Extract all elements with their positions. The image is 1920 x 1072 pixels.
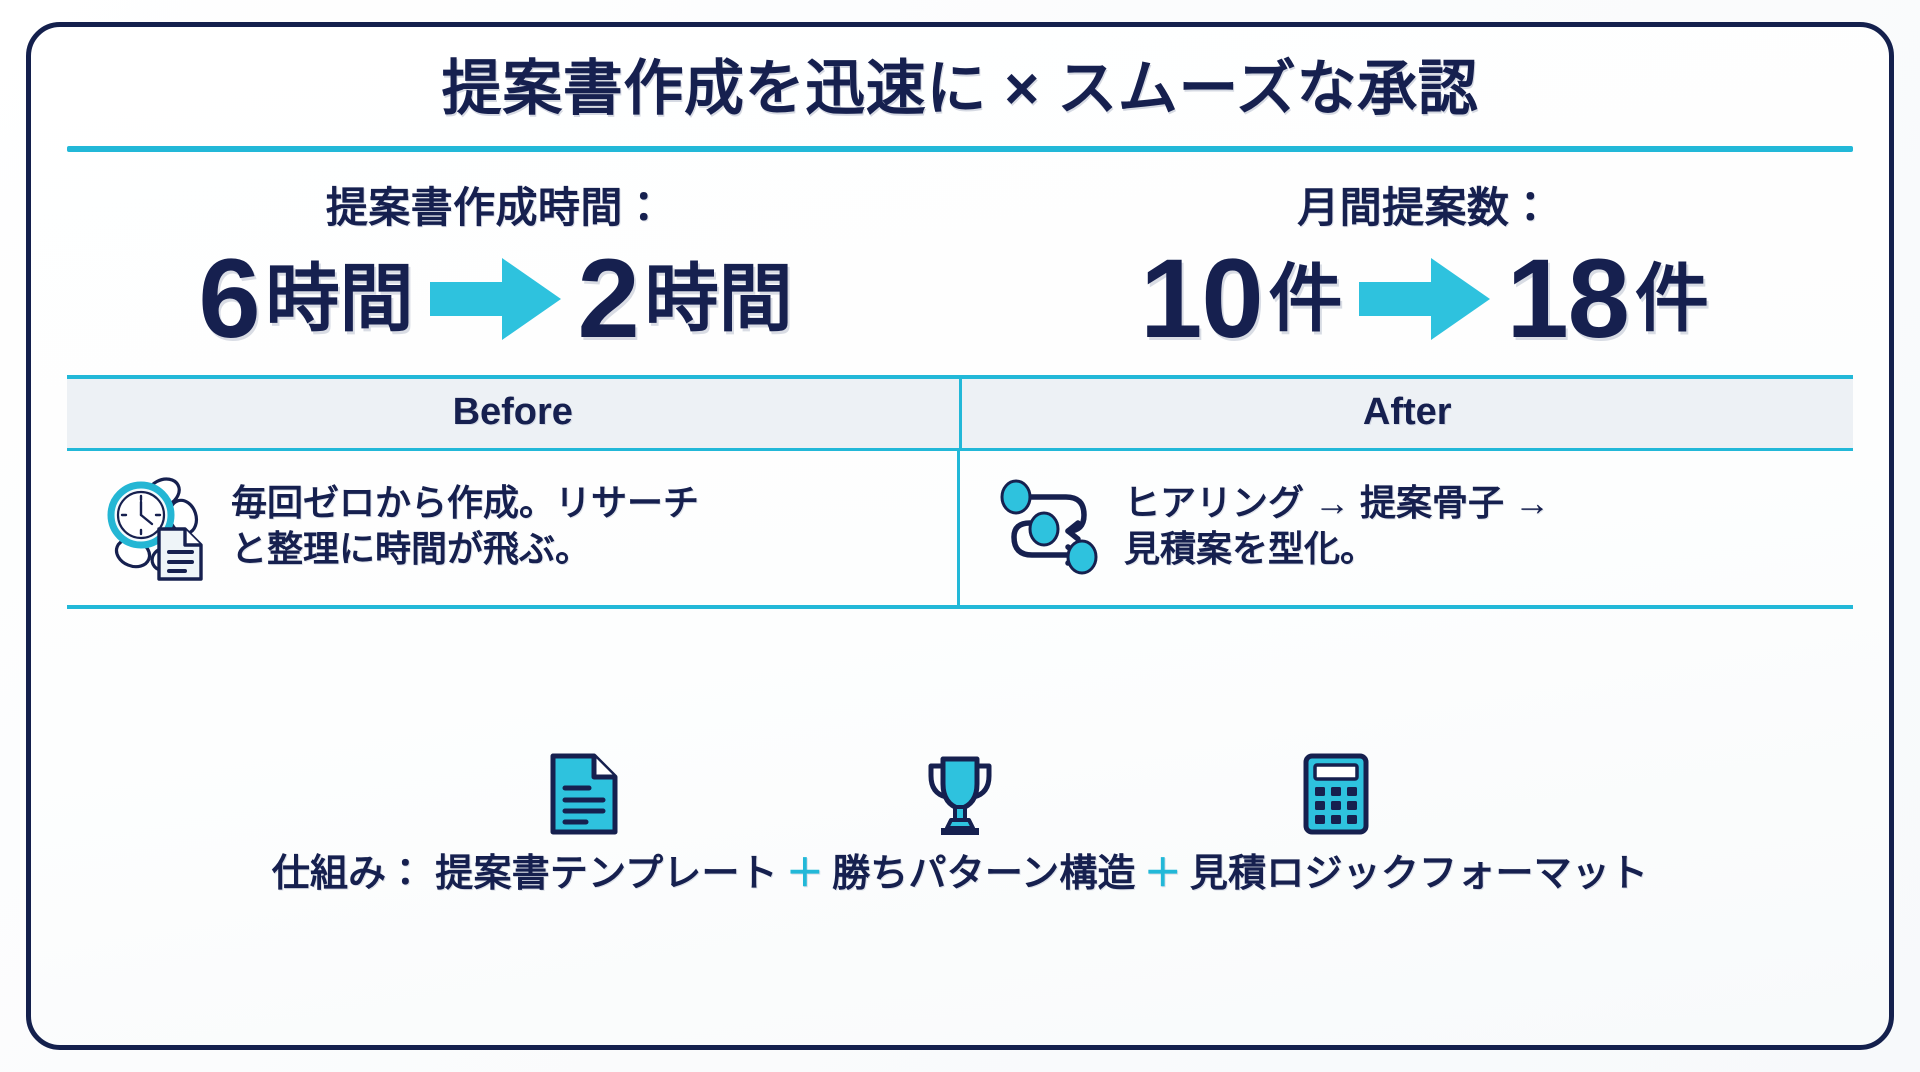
stat-after-number: 2 <box>577 236 640 361</box>
stat-after-number: 18 <box>1506 236 1630 361</box>
title-section: 提案書作成を迅速に × スムーズな承認 <box>31 27 1889 120</box>
stat-values-row: 10 件 18 件 <box>1140 243 1709 355</box>
calculator-icon <box>1303 753 1369 834</box>
stat-label: 月間提案数： <box>1297 184 1552 231</box>
table-cell-after: ヒアリング → 提案骨子 → 見積案を型化。 <box>960 451 1853 605</box>
document-icon <box>550 753 618 834</box>
stat-before-number: 6 <box>198 236 260 361</box>
trophy-icon <box>928 756 992 835</box>
table-cell-line: 見積案を型化。 <box>1124 528 1377 569</box>
plus-separator-2: ＋ <box>1143 852 1182 895</box>
stat-before-unit: 時間 <box>265 257 414 340</box>
table-cell-before: 毎回ゼロから作成。リサーチ と整理に時間が飛ぶ。 <box>67 451 960 605</box>
stat-values-row: 6 時間 2 時間 <box>198 243 792 355</box>
page-title: 提案書作成を迅速に × スムーズな承認 <box>441 55 1479 122</box>
table-cell-line: ヒアリング → 提案骨子 → <box>1124 481 1551 523</box>
footer-section: 仕組み： 提案書テンプレート＋勝ちパターン構造＋見積ロジックフォーマット <box>31 609 1889 1045</box>
table-cell-text: 毎回ゼロから作成。リサーチ と整理に時間が飛ぶ。 <box>231 480 699 572</box>
workflow-nodes-icon <box>1000 479 1098 575</box>
stat-before-number: 10 <box>1140 236 1263 361</box>
footer-icon-row <box>546 752 1374 836</box>
stat-after-unit: 件 <box>1634 257 1709 340</box>
table-cell-text: ヒアリング → 提案骨子 → 見積案を型化。 <box>1124 480 1550 572</box>
table-body-row: 毎回ゼロから作成。リサーチ と整理に時間が飛ぶ。 <box>67 451 1853 605</box>
before-after-table: Before After <box>67 375 1853 609</box>
infographic-card: 提案書作成を迅速に × スムーズな承認 提案書作成時間： 6 時間 2 時間 月… <box>26 22 1894 1050</box>
footer-text-suffix: 見積ロジックフォーマット <box>1189 852 1649 895</box>
footer-text-middle: 勝ちパターン構造 <box>832 852 1136 895</box>
right-arrow-icon <box>1358 258 1490 340</box>
table-cell-line: と整理に時間が飛ぶ。 <box>231 528 592 569</box>
footer-text-prefix: 仕組み： 提案書テンプレート <box>271 852 778 895</box>
title-divider <box>67 146 1853 152</box>
table-header-after: After <box>1362 391 1452 433</box>
stat-block-monthly-proposals: 月間提案数： 10 件 18 件 <box>960 174 1889 355</box>
stats-section: 提案書作成時間： 6 時間 2 時間 月間提案数： 10 件 <box>31 152 1889 355</box>
table-cell-line: 毎回ゼロから作成。リサーチ <box>231 481 700 523</box>
plus-separator-1: ＋ <box>785 852 825 895</box>
stat-label: 提案書作成時間： <box>325 184 666 231</box>
stat-block-proposal-time: 提案書作成時間： 6 時間 2 時間 <box>31 174 960 355</box>
table-header-before: Before <box>67 379 962 448</box>
stat-after-unit: 時間 <box>644 257 793 340</box>
footer-text: 仕組み： 提案書テンプレート＋勝ちパターン構造＋見積ロジックフォーマット <box>272 842 1648 897</box>
clock-document-icon <box>107 477 203 581</box>
stat-before-unit: 件 <box>1268 257 1343 340</box>
table-header-row: Before After <box>67 379 1853 451</box>
right-arrow-icon <box>429 258 561 340</box>
